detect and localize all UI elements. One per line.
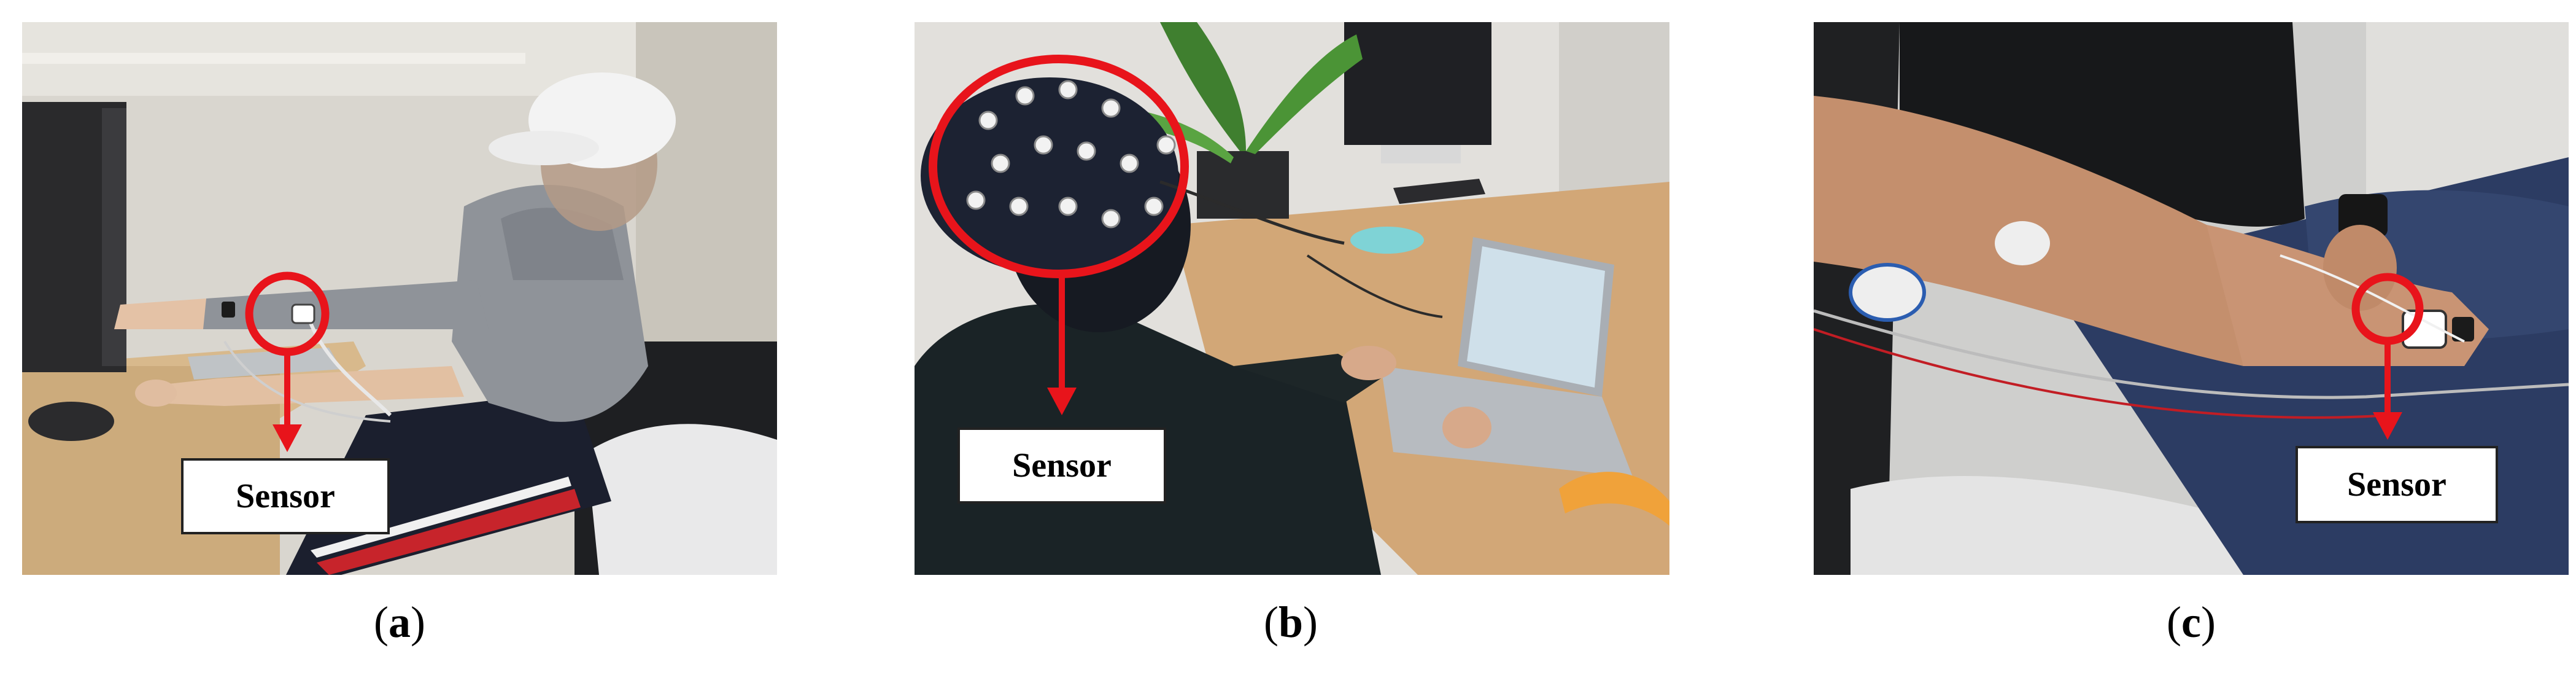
caption-a: (a) (338, 597, 461, 648)
caption-close-paren: ) (411, 598, 425, 647)
caption-letter: a (389, 598, 411, 647)
arrow-head (1047, 388, 1077, 415)
caption-open-paren: ( (374, 598, 389, 647)
caption-open-paren: ( (1263, 598, 1278, 647)
photo-panel-c: Sensor (1814, 22, 2569, 575)
arrow-head (2373, 412, 2402, 440)
photo-panel-a: Sensor (22, 22, 777, 575)
caption-open-paren: ( (2167, 598, 2182, 647)
caption-close-paren: ) (2200, 598, 2216, 647)
photo-arm-sensor-seated (22, 22, 777, 575)
sensor-label: Sensor (957, 427, 1166, 504)
caption-letter: b (1278, 598, 1304, 647)
photo-panel-b: Sensor (915, 22, 1669, 575)
caption-letter: c (2181, 598, 2201, 647)
sensor-label: Sensor (181, 458, 390, 534)
sensor-label: Sensor (2296, 446, 2498, 523)
caption-c: (c) (2130, 597, 2253, 648)
caption-close-paren: ) (1303, 598, 1318, 647)
arrow-head (273, 424, 302, 452)
photo-eeg-cap (915, 22, 1669, 575)
photo-forearm-sensor (1814, 22, 2569, 575)
caption-b: (b) (1229, 597, 1352, 648)
